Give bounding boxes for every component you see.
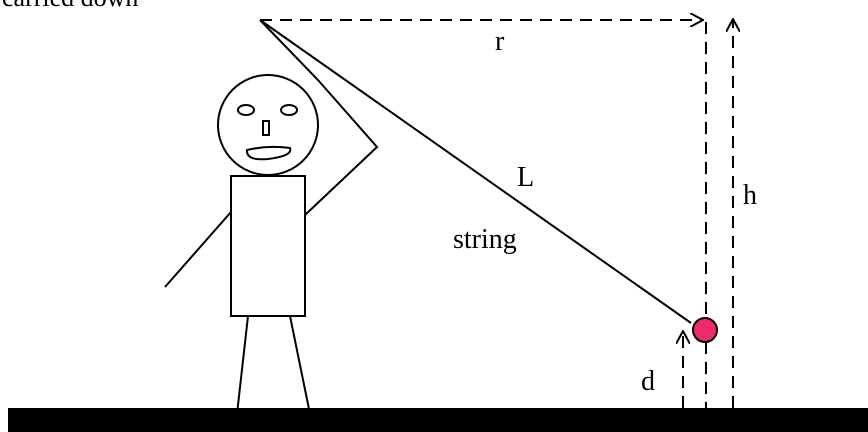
label-d: d [641, 366, 655, 397]
stick-figure [164, 19, 379, 415]
raised-arm [259, 19, 379, 216]
right-leg [289, 315, 311, 415]
left-leg [236, 315, 249, 415]
label-h: h [743, 180, 757, 211]
string-line [259, 19, 692, 324]
left-eye [237, 104, 255, 116]
ball [692, 317, 718, 343]
mouth [245, 145, 292, 161]
label-L: L [517, 162, 534, 193]
top-caption-fragment: carried down [2, 0, 138, 12]
label-string: string [453, 224, 517, 255]
nose [262, 120, 270, 136]
label-r: r [495, 26, 505, 57]
torso [230, 175, 306, 317]
left-arm [164, 211, 232, 288]
ground [8, 408, 868, 432]
right-eye [280, 104, 298, 116]
